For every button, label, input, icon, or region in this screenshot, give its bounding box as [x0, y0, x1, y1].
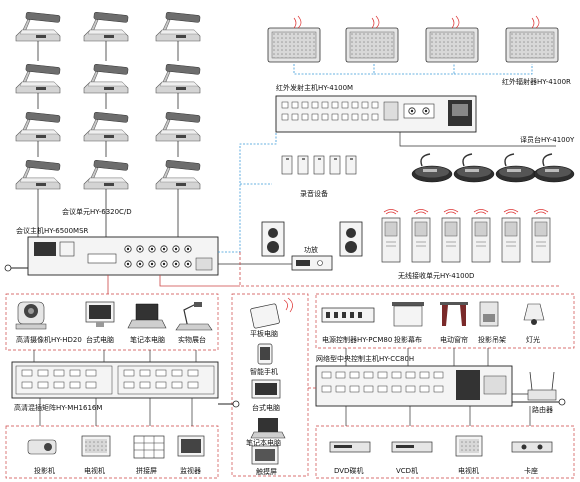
label-splice: 拼接屏	[136, 466, 157, 475]
label-recording: 录音设备	[300, 189, 328, 198]
label-proj-lift: 投影吊架	[478, 335, 506, 344]
label-ir-host: 红外发射主机HY-4100M	[276, 83, 353, 92]
card-deck-icon	[511, 441, 553, 453]
loudspeakers	[261, 221, 363, 257]
tv-icon	[81, 435, 111, 457]
label-wireless-rx: 无线接收单元HY-4100D	[398, 271, 474, 280]
tablet-icon	[250, 297, 293, 329]
label-interpreter: 译员台HY-4100Y	[520, 135, 575, 144]
recording-devices	[281, 155, 357, 175]
conference-unit-grid	[15, 11, 201, 232]
label-projector: 投影机	[34, 466, 55, 475]
label-monitor: 监视器	[180, 466, 201, 475]
camera-icon	[15, 301, 47, 330]
splice-screen-icon	[133, 435, 165, 459]
label-laptop: 笔记本电脑	[130, 335, 165, 344]
ir-transmitter-host	[275, 95, 477, 133]
label-touchscreen: 触摸屏	[256, 467, 277, 476]
interpreter-consoles	[399, 132, 575, 183]
label-tv2: 电视机	[458, 466, 479, 475]
label-matrix: 高清混插矩阵HY-MH1616M	[14, 403, 102, 412]
section-frames	[5, 293, 575, 479]
label-power-ctrl: 电源控制器HY-PCM80	[322, 335, 392, 344]
dvd-player-icon	[329, 441, 371, 453]
ir-radiators	[267, 15, 559, 75]
router-icon	[527, 371, 557, 401]
label-central-ctrl: 网络型中央控制主机HY-CC80H	[316, 354, 414, 363]
laptop-icon	[127, 303, 167, 329]
label-smartphone: 智能手机	[250, 367, 278, 376]
label-light: 灯光	[526, 335, 540, 344]
label-ir-radiator: 红外辐射器HY-4100R	[502, 77, 571, 86]
label-desktop2: 台式电脑	[252, 403, 280, 412]
monitor-icon	[177, 435, 205, 457]
tv2-icon	[455, 435, 483, 457]
label-proj-screen: 投影幕布	[394, 335, 422, 344]
label-doc-camera: 实物展台	[178, 335, 206, 344]
projection-screen-icon	[392, 302, 424, 327]
document-camera-icon	[175, 302, 213, 331]
smartphone-icon	[257, 343, 273, 365]
label-desktop: 台式电脑	[86, 335, 114, 344]
label-router: 路由器	[532, 405, 553, 414]
vcd-player-icon	[391, 441, 433, 453]
amplifier	[291, 255, 333, 271]
label-camera: 高清摄像机HY-HD20	[16, 335, 82, 344]
hd-matrix	[11, 361, 219, 399]
wireless-receivers	[381, 209, 551, 263]
desktop-icon	[85, 301, 115, 327]
label-vcd: VCD机	[396, 466, 418, 475]
label-amplifier: 功放	[304, 245, 318, 254]
label-conference-host: 会议主机HY-6500MSR	[16, 226, 89, 235]
conference-host	[27, 236, 219, 276]
label-tablet: 平板电脑	[250, 329, 278, 338]
projector-icon	[27, 439, 57, 455]
touchscreen-icon	[251, 445, 279, 465]
label-laptop2: 笔记本电脑	[246, 438, 281, 447]
controller-power-plug-icon	[558, 398, 566, 406]
desktop2-icon	[251, 379, 281, 399]
central-controller	[315, 365, 513, 407]
label-conference-unit: 会议单元HY-6320C/D	[62, 207, 132, 216]
label-dvd: DVD碟机	[334, 466, 363, 475]
laptop2-icon	[250, 418, 286, 439]
label-card-deck: 卡座	[524, 466, 538, 475]
light-icon	[523, 303, 545, 325]
label-tv: 电视机	[84, 466, 105, 475]
curtain-icon	[440, 302, 468, 326]
power-controller-icon	[321, 307, 375, 323]
projector-lift-icon	[479, 301, 499, 327]
power-plug-icon	[4, 264, 28, 272]
label-curtain: 电动窗帘	[440, 335, 468, 344]
matrix-power-plug-icon	[232, 400, 240, 408]
